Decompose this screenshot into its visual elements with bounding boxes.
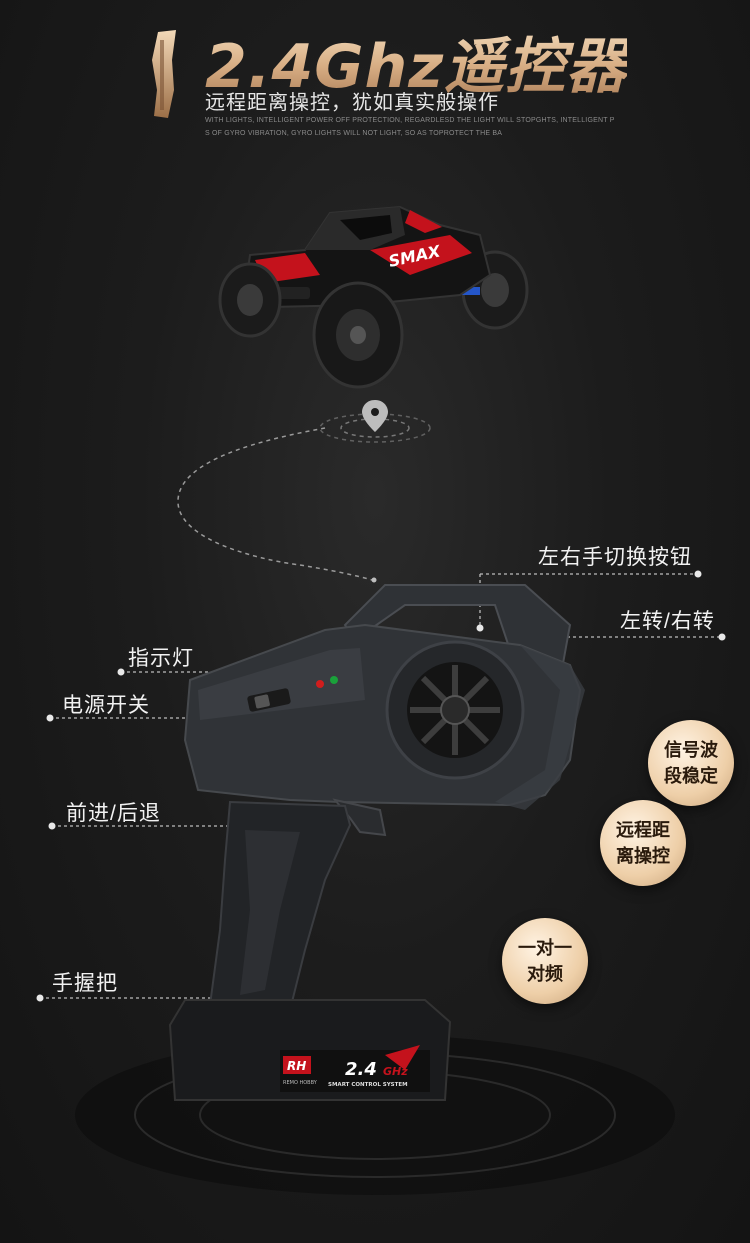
page-subtitle: 远程距离操控，犹如真实般操作 <box>205 92 499 114</box>
feature-bubble-pairing: 一对一 对频 <box>502 918 588 1004</box>
callout-steer: 左转/右转 <box>620 610 715 633</box>
callout-indicator: 指示灯 <box>128 647 194 670</box>
callout-hand-switch: 左右手切换按钮 <box>538 546 692 569</box>
remote-system-text: SMART CONTROL SYSTEM <box>328 1082 408 1088</box>
feature-bubble-distance: 远程距 离操控 <box>600 800 686 886</box>
fine-print-line-1: WITH LIGHTS, INTELLIGENT POWER OFF PROTE… <box>205 117 615 124</box>
rc-truck-image: SMAX <box>218 205 529 389</box>
page-title: 2.4Ghz遥控器 <box>205 18 627 105</box>
remote-brand-sub: REMO HOBBY <box>283 1080 318 1086</box>
fine-print-line-2: S OF GYRO VIBRATION, GYRO LIGHTS WILL NO… <box>205 130 503 137</box>
callout-grip: 手握把 <box>52 972 118 995</box>
feature-bubble-signal: 信号波 段稳定 <box>648 720 734 806</box>
callout-power: 电源开关 <box>62 694 150 717</box>
brush-stroke-icon <box>152 30 176 118</box>
remote-controller-image: RH REMO HOBBY 2.4 GHz SMART CONTROL SYST… <box>168 584 585 1101</box>
remote-freq-text: 2.4 <box>345 1059 377 1080</box>
remote-freq-unit: GHz <box>383 1065 408 1078</box>
location-pin-icon <box>362 400 388 432</box>
remote-brand-logo: RH <box>287 1059 306 1073</box>
callout-throttle: 前进/后退 <box>66 802 161 825</box>
